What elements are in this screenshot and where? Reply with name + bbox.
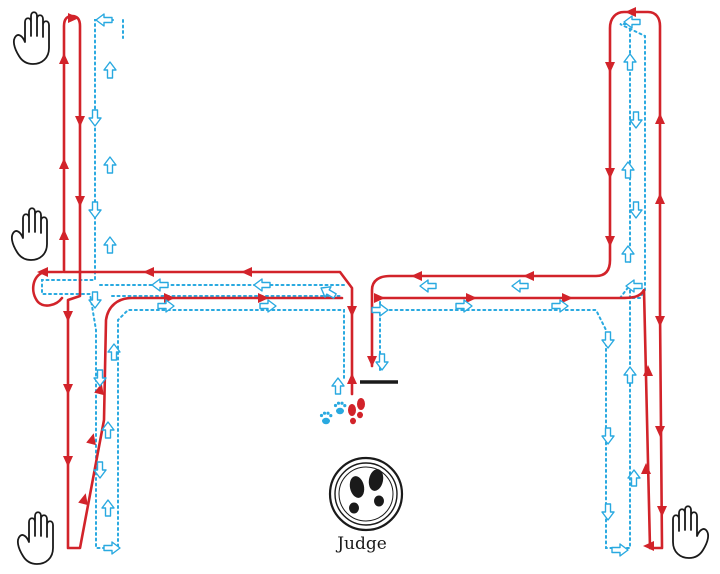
shoe-prints-icon (348, 398, 365, 425)
paw-prints-icon (319, 401, 347, 425)
open-hand-icon (10, 207, 48, 261)
handler-path (31, 10, 664, 550)
judge-footprints-icon (328, 456, 404, 532)
handler-direction-arrows (37, 7, 667, 551)
open-hand-icon (672, 505, 710, 559)
judge-label: Judge (337, 534, 387, 554)
dog-path (41, 19, 646, 549)
open-hand-icon (16, 511, 54, 565)
open-hand-icon (12, 11, 50, 65)
